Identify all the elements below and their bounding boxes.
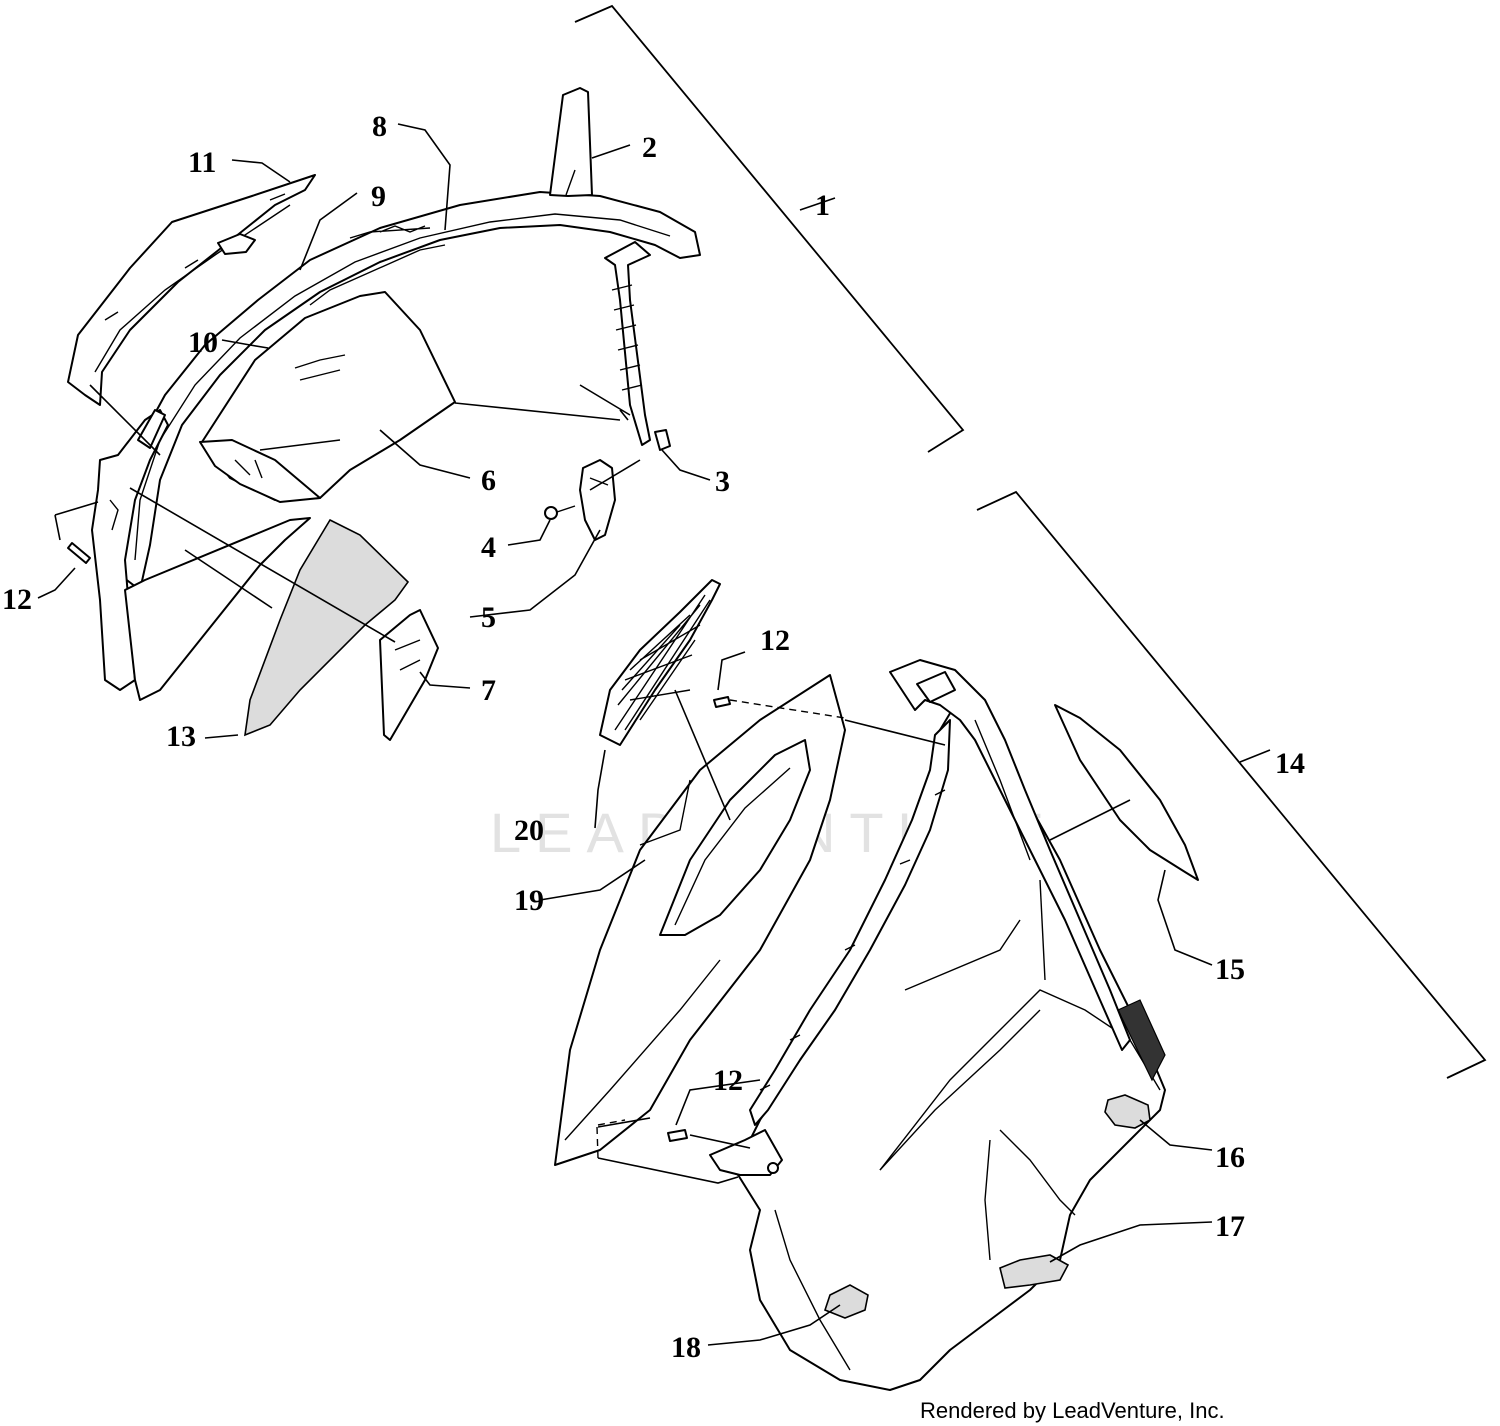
part-17-foam-pad xyxy=(999,1254,1070,1289)
part-2-windshield-fin xyxy=(549,87,593,197)
part-7-bracket xyxy=(379,609,439,741)
part-3-side-strip xyxy=(604,241,671,451)
part-13-foam xyxy=(244,518,410,737)
part-12-screw-lower xyxy=(667,1129,688,1142)
part-15-windscreen xyxy=(1054,704,1199,881)
callout-13: 13 xyxy=(166,720,196,753)
lower-leaders xyxy=(539,651,1271,1346)
callout-7: 7 xyxy=(481,674,496,707)
callout-14: 14 xyxy=(1275,747,1305,780)
part-20-vent-grille xyxy=(599,579,721,746)
assembly-bracket-14 xyxy=(976,490,1487,1079)
part-11-upper-cover xyxy=(67,174,316,406)
callout-12-upper: 12 xyxy=(2,583,32,616)
part-14-frame-strip xyxy=(889,659,1131,1051)
part-6-windshield xyxy=(199,291,456,503)
callout-17: 17 xyxy=(1215,1210,1245,1243)
callout-labels: 1 2 3 4 5 6 7 8 9 10 11 12 13 14 15 16 1… xyxy=(2,110,1305,1364)
callout-1: 1 xyxy=(815,189,830,222)
callout-15: 15 xyxy=(1215,953,1245,986)
part-19-left-panel xyxy=(554,674,846,1166)
callout-10: 10 xyxy=(188,326,218,359)
callout-11: 11 xyxy=(188,146,216,179)
part-14-inner-strip xyxy=(749,719,951,1126)
part-14-lower-bracket xyxy=(709,1129,783,1176)
part-12-side-panel xyxy=(91,409,311,701)
callout-19: 19 xyxy=(514,884,544,917)
part-5-hinge xyxy=(579,459,616,541)
callout-12-lower: 12 xyxy=(713,1064,743,1097)
part-16-foam-pad xyxy=(1104,1094,1151,1129)
callout-20: 20 xyxy=(514,814,544,847)
part-10-frame-rail xyxy=(117,191,701,591)
callout-12-middle: 12 xyxy=(760,624,790,657)
assembly-bracket-1 xyxy=(574,4,965,453)
part-12-screw-upper xyxy=(67,542,91,564)
part-4-screw xyxy=(544,505,576,520)
callout-16: 16 xyxy=(1215,1141,1245,1174)
callout-9: 9 xyxy=(371,180,386,213)
callout-18: 18 xyxy=(671,1331,701,1364)
part-12-screw-middle xyxy=(713,696,731,708)
callout-8: 8 xyxy=(372,110,387,143)
callout-5: 5 xyxy=(481,601,496,634)
part-18-foam-pad xyxy=(824,1284,869,1319)
upper-leaders xyxy=(37,123,836,739)
callout-2: 2 xyxy=(642,131,657,164)
callout-3: 3 xyxy=(715,465,730,498)
callout-6: 6 xyxy=(481,464,496,497)
render-credit: Rendered by LeadVenture, Inc. xyxy=(920,1398,1225,1423)
callout-4: 4 xyxy=(481,531,496,564)
